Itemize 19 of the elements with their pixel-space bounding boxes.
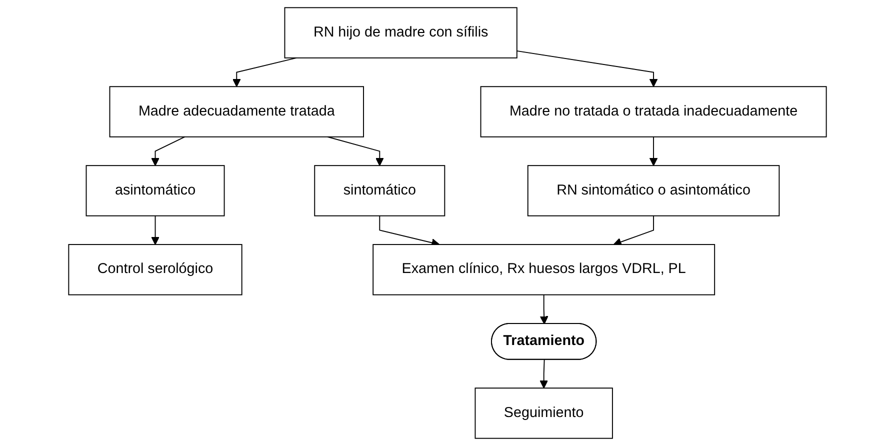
arrow	[516, 50, 658, 87]
node-box	[372, 244, 716, 296]
node-box	[68, 244, 242, 296]
arrow	[232, 57, 297, 87]
arrow	[151, 215, 160, 245]
arrow	[540, 359, 548, 388]
arrow	[151, 136, 186, 166]
arrow	[613, 215, 654, 246]
arrow	[540, 294, 548, 324]
node-box	[109, 86, 364, 138]
node-box	[474, 388, 613, 439]
node-box	[86, 165, 225, 216]
node-box	[480, 86, 827, 138]
arrow	[649, 136, 658, 166]
arrow	[327, 136, 384, 166]
node-box	[527, 165, 780, 216]
node-box	[284, 7, 518, 58]
node-box	[314, 165, 446, 216]
arrow	[379, 215, 440, 247]
